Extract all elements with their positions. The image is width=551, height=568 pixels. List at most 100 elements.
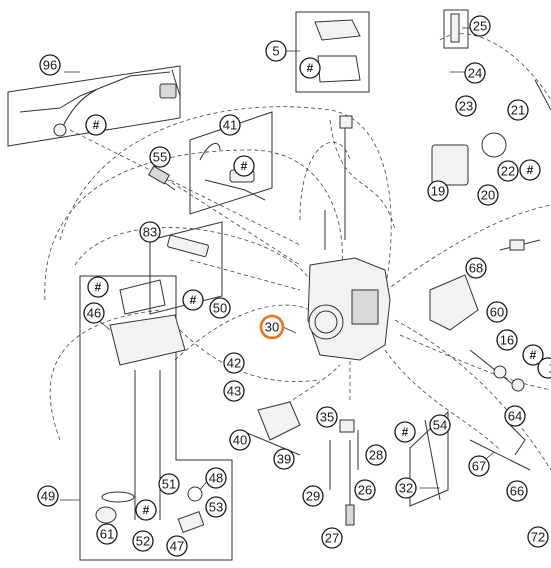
svg-text:#: # (143, 503, 150, 517)
svg-text:28: 28 (369, 448, 383, 463)
hash-marker: # (87, 276, 109, 298)
svg-text:23: 23 (459, 99, 473, 114)
svg-text:32: 32 (399, 481, 413, 496)
svg-text:61: 61 (100, 527, 114, 542)
callout-24: 24 (464, 62, 486, 84)
callout-51: 51 (158, 473, 180, 495)
callout-46: 46 (83, 302, 105, 324)
svg-text:46: 46 (87, 306, 101, 321)
svg-text:50: 50 (213, 301, 227, 316)
callout-26: 26 (354, 479, 376, 501)
callout-41: 41 (219, 114, 241, 136)
svg-text:51: 51 (162, 477, 176, 492)
callout-50: 50 (209, 297, 231, 319)
callout-20: 20 (477, 184, 499, 206)
callout-16: 16 (496, 329, 518, 351)
hash-marker: # (519, 159, 541, 181)
assembly-frames (7, 9, 551, 561)
svg-text:5: 5 (272, 44, 279, 59)
callout-68: 68 (465, 257, 487, 279)
svg-text:16: 16 (500, 333, 514, 348)
svg-text:35: 35 (320, 410, 334, 425)
svg-text:47: 47 (170, 539, 184, 554)
callout-54: 54 (429, 414, 451, 436)
svg-text:96: 96 (43, 58, 57, 73)
callout-27: 27 (321, 527, 343, 549)
svg-text:55: 55 (153, 150, 167, 165)
svg-text:43: 43 (227, 384, 241, 399)
callout-60: 60 (486, 301, 508, 323)
hash-marker: # (394, 421, 416, 443)
callout-40: 40 (229, 429, 251, 451)
callout-28: 28 (365, 444, 387, 466)
callout-64: 64 (504, 405, 526, 427)
callout-83: 83 (139, 221, 161, 243)
callout-35: 35 (316, 406, 338, 428)
svg-text:#: # (527, 163, 534, 177)
callout-61: 61 (96, 523, 118, 545)
callout-30-highlighted: 30 (259, 314, 285, 340)
hash-marker: # (233, 155, 255, 177)
callout-53: 53 (205, 496, 227, 518)
callout-43: 43 (223, 380, 245, 402)
callout-47: 47 (166, 535, 188, 557)
svg-text:#: # (93, 118, 100, 132)
callouts: 5 25 24 23 21 22 20 19 96 41 55 83 50 46… (37, 15, 551, 557)
svg-text:#: # (95, 280, 102, 294)
callout-22: 22 (497, 160, 519, 182)
svg-text:54: 54 (433, 418, 447, 433)
hash-marker: # (522, 344, 544, 366)
svg-text:20: 20 (481, 188, 495, 203)
callout-42: 42 (223, 352, 245, 374)
svg-text:40: 40 (233, 433, 247, 448)
callout-67: 67 (468, 455, 490, 477)
svg-text:27: 27 (325, 531, 339, 546)
svg-text:#: # (402, 425, 409, 439)
hash-marker: # (85, 114, 107, 136)
callout-48: 48 (205, 467, 227, 489)
svg-text:49: 49 (41, 489, 55, 504)
callout-49: 49 (37, 485, 59, 507)
hash-markers: # # # # # # # # # (85, 57, 544, 521)
callout-55: 55 (149, 146, 171, 168)
hash-marker: # (135, 499, 157, 521)
svg-text:#: # (530, 348, 537, 362)
svg-text:64: 64 (508, 409, 522, 424)
hash-marker: # (182, 289, 204, 311)
svg-text:72: 72 (531, 530, 545, 545)
svg-text:#: # (307, 61, 314, 75)
callout-66: 66 (506, 480, 528, 502)
callout-1-partial: 1 (537, 357, 551, 379)
svg-text:53: 53 (209, 500, 223, 515)
svg-text:22: 22 (501, 164, 515, 179)
svg-text:83: 83 (143, 225, 157, 240)
svg-text:52: 52 (136, 534, 150, 549)
callout-23: 23 (455, 95, 477, 117)
part-drawings (19, 13, 541, 533)
svg-text:68: 68 (469, 261, 483, 276)
callout-25: 25 (469, 15, 491, 37)
svg-text:66: 66 (510, 484, 524, 499)
svg-text:30: 30 (265, 320, 279, 335)
callout-19: 19 (427, 180, 449, 202)
callout-52: 52 (132, 530, 154, 552)
svg-text:26: 26 (358, 483, 372, 498)
svg-text:24: 24 (468, 66, 482, 81)
svg-text:1: 1 (548, 361, 551, 376)
svg-text:48: 48 (209, 471, 223, 486)
svg-text:19: 19 (431, 184, 445, 199)
callout-29: 29 (302, 485, 324, 507)
routing-lines (44, 33, 551, 471)
svg-text:67: 67 (472, 459, 486, 474)
svg-text:41: 41 (223, 118, 237, 133)
callout-39: 39 (273, 448, 295, 470)
svg-text:60: 60 (490, 305, 504, 320)
svg-text:42: 42 (227, 356, 241, 371)
callout-5: 5 (265, 40, 287, 62)
callout-72: 72 (527, 526, 549, 548)
svg-text:#: # (190, 293, 197, 307)
svg-text:21: 21 (511, 103, 525, 118)
callout-21: 21 (507, 99, 529, 121)
hash-marker: # (299, 57, 321, 79)
